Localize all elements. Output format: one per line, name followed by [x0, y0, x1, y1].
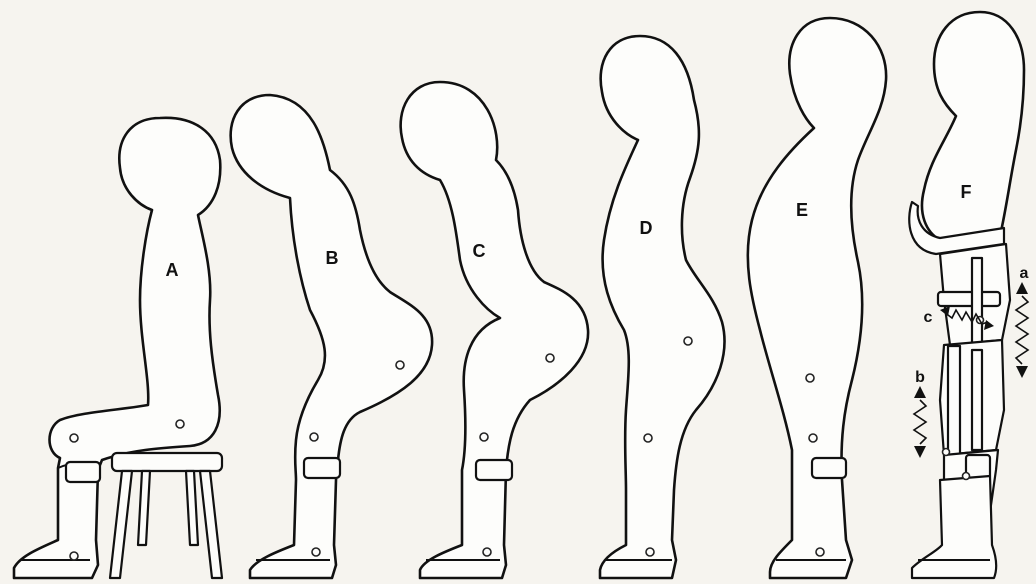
figure-e-label: E [796, 200, 808, 220]
figure-a-ankle-strap [66, 462, 100, 482]
figure-c-ankle-joint [483, 548, 491, 556]
figure-f-boot [912, 476, 996, 578]
figure-d-hip-joint [684, 337, 692, 345]
figure-d-knee-joint [644, 434, 652, 442]
figure-d: D [600, 36, 724, 578]
brace-label-c: c [924, 309, 933, 326]
figure-d-body-outline [600, 36, 724, 578]
figure-f: F c a b [909, 12, 1028, 578]
stool [110, 453, 222, 578]
figure-b-knee-joint [310, 433, 318, 441]
figure-c-knee-joint [480, 433, 488, 441]
figure-a: A [14, 118, 222, 578]
figure-c-label: C [473, 241, 486, 261]
figure-c-ankle-strap [476, 460, 512, 480]
figure-f-ankle-joint [963, 473, 970, 480]
figure-f-shank-upright [972, 350, 982, 450]
spring-a-zigzag [1016, 296, 1028, 364]
figure-e: E [748, 18, 886, 578]
figure-d-label: D [640, 218, 653, 238]
brace-label-a: a [1020, 265, 1029, 282]
figure-f-body-outline [922, 12, 1024, 240]
figure-f-hip-strap [938, 292, 1000, 306]
figure-d-ankle-joint [646, 548, 654, 556]
figure-f-hip-upright [972, 258, 982, 350]
stool-leg-back [200, 471, 222, 578]
figure-e-ankle-joint [816, 548, 824, 556]
brace-label-b: b [915, 369, 925, 386]
figure-e-knee-joint [809, 434, 817, 442]
figure-b-hip-joint [396, 361, 404, 369]
figure-a-hip-joint [176, 420, 184, 428]
stool-leg-front [110, 471, 132, 578]
figure-b-body-outline [231, 95, 432, 578]
spring-a-arrow-up [1016, 282, 1028, 294]
figure-a-ankle-joint [70, 552, 78, 560]
figure-b-label: B [326, 248, 339, 268]
figure-c-hip-joint [546, 354, 554, 362]
figure-a-label: A [166, 260, 179, 280]
figure-f-label: F [961, 182, 972, 202]
figure-e-hip-joint [806, 374, 814, 382]
figure-e-body-outline [748, 18, 886, 578]
spring-a: a [1016, 265, 1029, 378]
figure-f-knee-upright [948, 346, 960, 456]
spring-b-arrow-down [914, 446, 926, 458]
spring-b-arrow-up [914, 386, 926, 398]
spring-a-arrow-down [1016, 366, 1028, 378]
figure-b-ankle-strap [304, 458, 340, 478]
stool-leg-inner-b [186, 471, 198, 545]
figure-f-knee-joint [943, 449, 950, 456]
figure-e-ankle-strap [812, 458, 846, 478]
figure-b-ankle-joint [312, 548, 320, 556]
spring-b: b [914, 369, 926, 458]
figure-b: B [231, 95, 432, 578]
stool-seat [112, 453, 222, 471]
spring-b-zigzag [914, 400, 926, 444]
stool-leg-inner-a [138, 471, 150, 545]
figure-a-knee-joint [70, 434, 78, 442]
